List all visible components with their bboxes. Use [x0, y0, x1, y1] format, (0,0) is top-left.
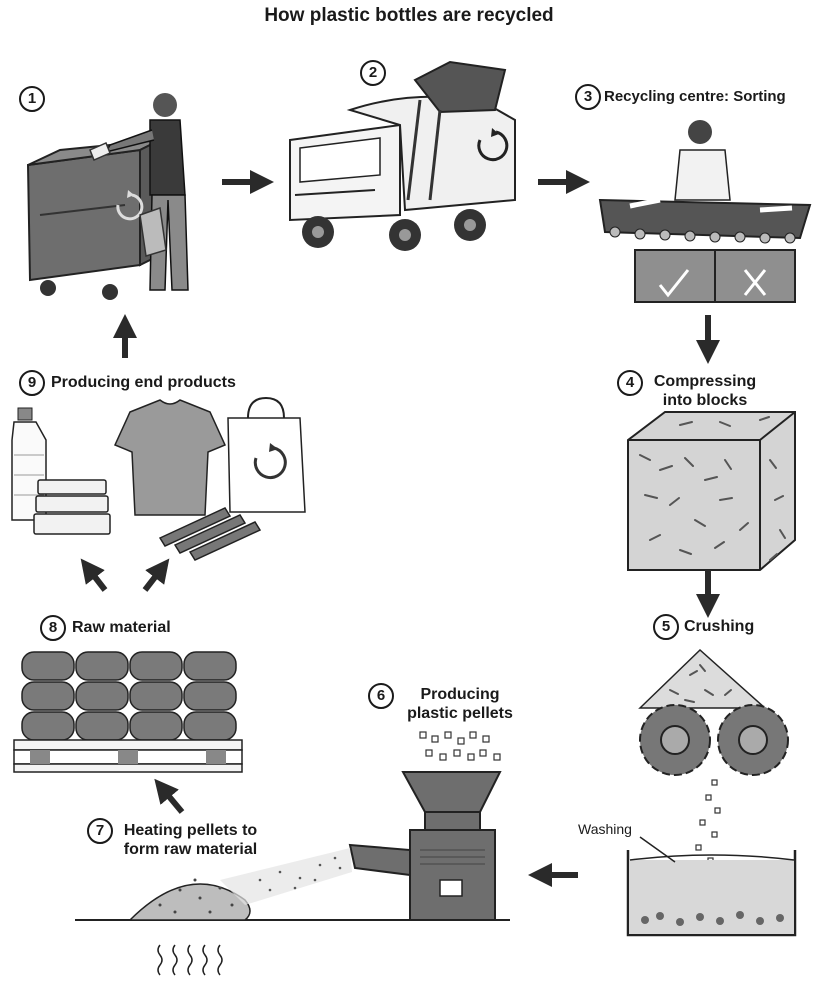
- step4-illustration: [627, 411, 796, 571]
- step2-illustration: [289, 60, 516, 251]
- step6-illustration: [348, 731, 502, 921]
- arrow-icon: [154, 778, 185, 814]
- step7-label: Heating pellets to form raw material: [108, 821, 273, 859]
- step8-label: Raw material: [72, 619, 171, 636]
- step7-label-line2: form raw material: [123, 841, 258, 858]
- step4-label-line2: into blocks: [662, 392, 748, 409]
- cross-icon: [743, 269, 767, 296]
- step6-label-line1: Producing: [420, 686, 500, 703]
- step-number-5: 5: [653, 614, 679, 640]
- step6-label: Producing plastic pellets: [390, 685, 530, 723]
- flow-arrows: [80, 170, 720, 887]
- step9-illustration: [11, 396, 306, 561]
- recycle-icon: [477, 128, 509, 162]
- step-number-7: 7: [87, 818, 113, 844]
- step5-label: Crushing: [684, 618, 755, 635]
- step-number-1: 1: [19, 86, 45, 112]
- arrow-icon: [80, 558, 108, 592]
- step3-label: Recycling centre: Sorting: [604, 88, 786, 105]
- washing-label: Washing: [578, 821, 632, 837]
- step5-illustration: [626, 648, 797, 937]
- crusher-gear-right: [717, 704, 789, 776]
- step4-label: Compressing into blocks: [640, 372, 770, 410]
- step-number-9: 9: [19, 370, 45, 396]
- step7-illustration: [75, 848, 510, 976]
- step9-label: Producing end products: [51, 374, 236, 391]
- step6-label-line2: plastic pellets: [407, 705, 513, 722]
- step-number-8: 8: [40, 615, 66, 641]
- diagram-title: How plastic bottles are recycled: [264, 5, 554, 26]
- step7-label-line1: Heating pellets to: [123, 822, 258, 839]
- step-number-4: 4: [617, 370, 643, 396]
- step-number-2: 2: [360, 60, 386, 86]
- step1-illustration: [26, 93, 189, 300]
- heat-icon: [157, 944, 223, 976]
- recycle-icon: [116, 190, 144, 221]
- step-number-3: 3: [575, 84, 601, 110]
- check-icon: [658, 269, 690, 298]
- recycle-icon: [253, 443, 287, 480]
- step4-label-line1: Compressing: [653, 373, 757, 390]
- step-number-6: 6: [368, 683, 394, 709]
- step8-illustration: [13, 651, 243, 773]
- arrow-icon: [142, 558, 170, 592]
- crusher-gear-left: [639, 704, 711, 776]
- step3-illustration: [598, 120, 812, 303]
